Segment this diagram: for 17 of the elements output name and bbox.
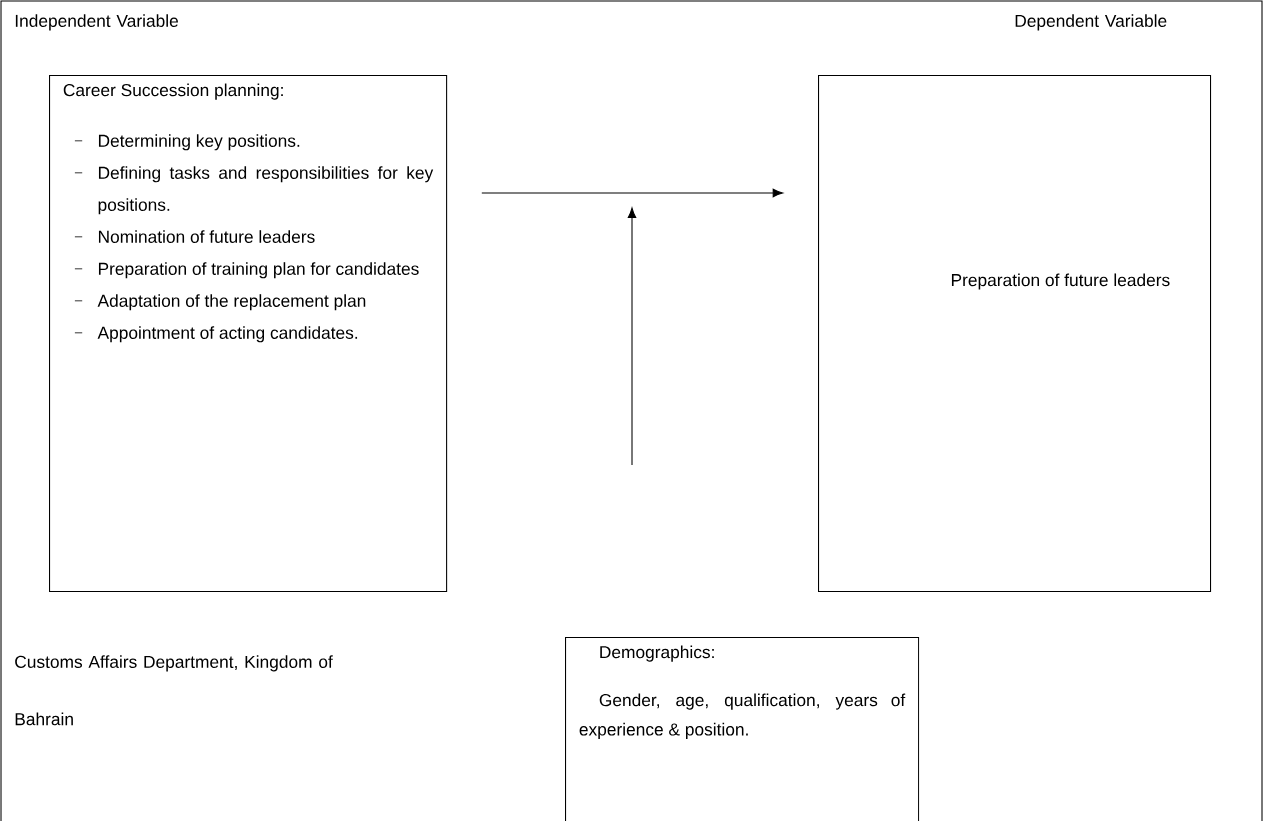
list-item: Determining key positions.	[98, 134, 300, 151]
list-item: Adaptation of the replacement plan	[97, 294, 366, 311]
arrow	[481, 188, 784, 198]
text-label: Independent Variable	[15, 14, 178, 31]
list-item: Nomination of future leaders	[98, 230, 315, 243]
text-box	[49, 75, 448, 593]
list-item: Preparation of training plan for candidates	[98, 262, 419, 279]
list-item: Appointment of acting candidates.	[97, 326, 358, 343]
text-box	[565, 637, 920, 821]
box-text: Gender, age, qualification, years of experience & position.	[579, 693, 906, 739]
box-heading: Demographics:	[600, 645, 714, 662]
box-text: Preparation of future leaders	[951, 273, 1170, 290]
text-label: Dependent Variable	[1015, 14, 1167, 31]
text-box	[818, 75, 1212, 593]
text-label: Customs Affairs Department, Kingdom of Bahrain	[15, 655, 333, 726]
list-item: Defining tasks and responsibilities for key positions.	[98, 166, 434, 215]
box-heading: Career Succession planning:	[63, 83, 283, 100]
